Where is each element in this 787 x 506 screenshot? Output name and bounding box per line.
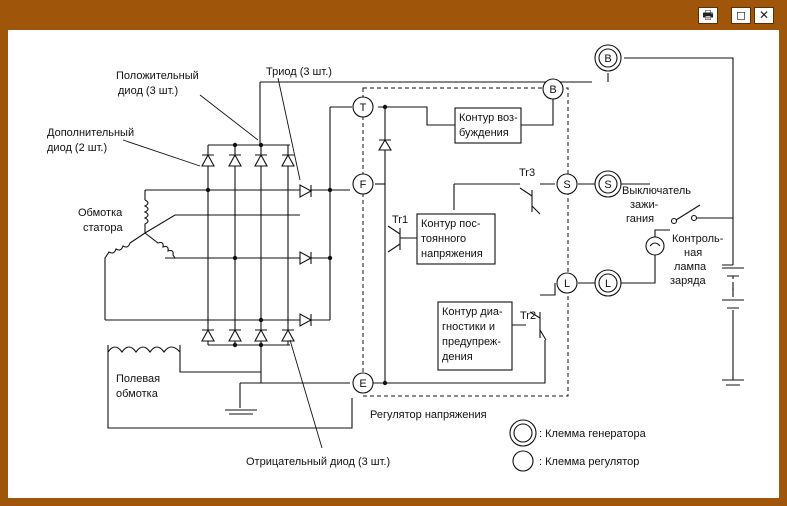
legend-regulator-icon [512,450,534,472]
b-wire [260,57,734,218]
lamp-label-4: заряда [670,275,707,287]
terminal-b-gen [598,48,618,68]
tr3-symbol [519,187,541,215]
terminal-letters: T F E B S L B S L [359,53,611,390]
wires [105,57,744,429]
maximize-icon: ◻ [736,8,746,22]
diagnostics-box [437,301,513,371]
regulator-diode [378,138,392,151]
constant-voltage-label-3: напряжения [421,248,483,260]
terminal-e [352,372,374,394]
stator-label-1: Обмотка [78,207,123,219]
positive-diode-3 [254,153,268,167]
tr2-symbol [529,311,547,341]
legend-regulator-label: : Клемма регулятор [539,456,639,468]
terminal-l-reg [556,272,578,294]
constant-voltage-box [416,213,496,265]
constant-voltage-label-2: тоянного [421,233,466,245]
triode-label: Триод (3 шт.) [266,66,332,78]
stator-winding [104,199,300,320]
terminal-l-gen [598,273,618,293]
tr3-label: Tr3 [519,167,535,179]
print-button[interactable]: 🖶 [698,7,718,24]
lamp-icon [645,236,665,256]
regulator-box [362,87,569,397]
tr1-label: Tr1 [392,214,408,226]
diagram-canvas: T F E B S L B S L Положительный диод (3 … [8,30,779,498]
boxes [416,107,522,371]
ignition-label-3: гания [626,213,654,225]
excitation-label-2: буждения [459,127,509,139]
terminal-s-reg-label: S [563,179,570,191]
regulator-label: Регулятор напряжения [370,409,487,421]
negative-diode-3 [254,328,268,342]
triode-2 [299,251,313,265]
terminal-s-reg [556,173,578,195]
excitation-box [454,107,522,144]
terminal-s-gen [598,174,618,194]
excitation-label-1: Контур воз- [459,112,518,124]
field-coil [107,346,181,353]
field-label-2: обмотка [116,388,159,400]
leader-lines [122,77,323,449]
extra-diode-1 [281,153,295,167]
lamp-label-3: лампа [674,261,707,273]
extra-diode-label-2: диод (2 шт.) [47,142,107,154]
negative-diode-label: Отрицательный диод (3 шт.) [246,456,390,468]
positive-diode-1 [201,153,215,167]
diodes [201,138,392,342]
positive-diode-2 [228,153,242,167]
terminal-s-gen-label: S [604,179,611,191]
negative-diode-2 [228,328,242,342]
triode-3 [299,313,313,327]
terminal-t [352,96,374,118]
extra-diode-2 [281,328,295,342]
junction-dots [205,104,388,386]
regulator-terminals [352,78,578,472]
terminal-b-reg-label: B [549,84,556,96]
terminal-e-label: E [359,378,366,390]
field-label-1: Полевая [116,373,160,385]
terminal-l-reg-label: L [564,278,570,290]
generator-terminals [509,44,622,447]
print-icon: 🖶 [702,8,714,22]
close-button[interactable]: ✕ [754,7,774,24]
tr2-label: Tr2 [520,310,536,322]
terminal-f-label: F [360,179,367,191]
terminal-f [352,173,374,195]
tr1-symbol [387,225,401,253]
alternator-circuit-diagram: T F E B S L B S L Положительный диод (3 … [47,44,744,472]
diagnostics-label-3: предупреж- [442,336,501,348]
terminal-l-gen-label: L [605,278,611,290]
maximize-button[interactable]: ◻ [731,7,751,24]
triode-1 [299,184,313,198]
terminal-b-reg [542,78,564,100]
lamp-label-2: ная [684,247,702,259]
labels: Положительный диод (3 шт.) Дополнительны… [47,66,724,468]
diagnostics-label-1: Контур диа- [442,306,503,318]
terminal-b-gen-label: B [604,53,611,65]
stator-label-2: статора [83,222,123,234]
extra-diode-label-1: Дополнительный [47,127,134,139]
legend-generator-icon [513,423,533,443]
negative-diode-1 [201,328,215,342]
title-bar: 🖶 ◻ ✕ [0,0,787,30]
legend-generator-label: : Клемма генератора [539,428,647,440]
switch-and-lamp [645,204,701,256]
lamp-label-1: Контроль- [672,233,724,245]
constant-voltage-label-1: Контур пос- [421,218,481,230]
positive-diode-label-1: Положительный [116,70,199,82]
terminal-t-label: T [360,102,367,114]
ignition-label-2: зажи- [630,199,659,211]
close-icon: ✕ [758,8,770,22]
ignition-label-1: Выключатель [622,185,691,197]
diagnostics-label-4: дения [442,351,473,363]
positive-diode-label-2: диод (3 шт.) [118,85,178,97]
transistors [387,187,547,341]
diagnostics-label-2: гностики и [442,321,495,333]
